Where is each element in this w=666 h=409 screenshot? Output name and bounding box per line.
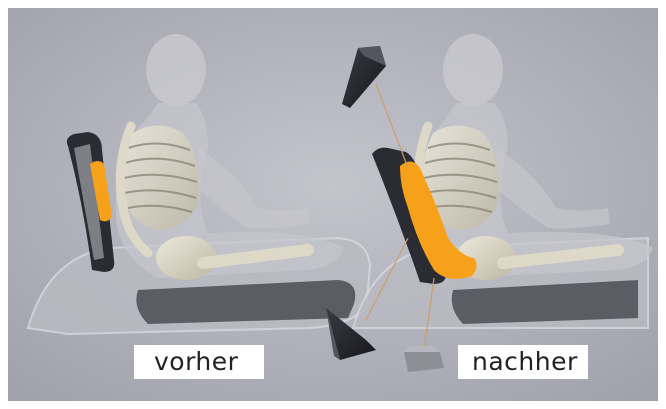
illustration [8, 8, 658, 401]
caption-before: vorher [134, 345, 264, 379]
caption-after: nachher [458, 345, 588, 379]
